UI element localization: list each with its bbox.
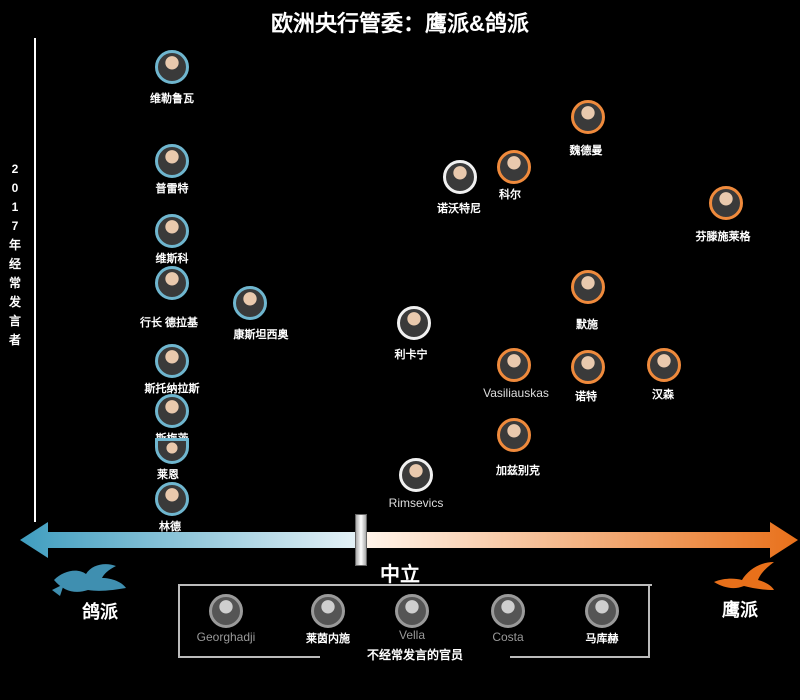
avatar: [497, 348, 531, 382]
avatar: [709, 186, 743, 220]
avatar: [311, 594, 345, 628]
speaker-costa: Costa: [448, 594, 568, 644]
speaker-liikanen: 利卡宁: [354, 306, 474, 362]
vertical-label-char: 年: [8, 238, 21, 252]
speaker-nowotny: 诺沃特尼: [400, 160, 520, 216]
speaker-name: 普雷特: [155, 183, 189, 195]
speaker-name: 康斯坦西奥: [233, 329, 289, 341]
vertical-axis-label: 2 0 1 7 年经常发言者: [4, 160, 26, 350]
dove-icon: [52, 564, 126, 596]
dove-arrow-half: [20, 522, 360, 558]
hawk-arrow-half: [366, 522, 798, 558]
speaker-name: 行长 德拉基: [139, 317, 199, 329]
vertical-label-char: 发: [8, 295, 21, 309]
speaker-hansson: 汉森: [604, 348, 724, 402]
avatar: [585, 594, 619, 628]
avatar: [155, 344, 189, 378]
avatar: [395, 594, 429, 628]
speaker-reinesch: 莱茵内施: [268, 594, 388, 646]
vertical-label-char: 7: [11, 219, 19, 233]
speaker-constancio: 康斯坦西奥: [190, 286, 310, 342]
avatar: [571, 350, 605, 384]
speaker-name: 莱茵内施: [306, 633, 350, 645]
avatar: [497, 418, 531, 452]
speaker-nott: 诺特: [528, 350, 648, 404]
vertical-label-char: 经: [8, 257, 21, 271]
avatar: [155, 214, 189, 248]
speaker-name: 魏德曼: [569, 145, 603, 157]
speaker-stournaras: 斯托纳拉斯: [112, 344, 232, 396]
avatar: [155, 144, 189, 178]
speaker-rimsevics: Rimsevics: [356, 458, 476, 510]
avatar: [155, 482, 189, 516]
speaker-draghi: 行长 德拉基: [112, 266, 232, 330]
infrequent-speakers-label: 不经常发言的官员: [320, 646, 510, 663]
speaker-georghadji: Georghadji: [166, 594, 286, 644]
speaker-name: 莱恩: [157, 469, 179, 481]
neutral-marker: [355, 514, 367, 566]
speaker-name: 斯托纳拉斯: [144, 383, 200, 395]
chart-title: 欧洲央行管委：鹰派&鸽派: [271, 11, 529, 36]
dove-hawk-spectrum-arrow: [20, 522, 798, 558]
speaker-name: 维斯科: [155, 253, 189, 265]
speaker-mersch: 默施: [528, 270, 648, 332]
speaker-name: 汉森: [652, 389, 674, 401]
speaker-vasiliauskas: Vasiliauskas: [454, 348, 574, 400]
speaker-name: 利卡宁: [394, 349, 428, 361]
speaker-name: Rimsevics: [388, 496, 444, 510]
speaker-lautenschlaeger: 芬滕施莱格: [666, 186, 786, 244]
dove-label: 鸽派: [82, 602, 118, 622]
avatar: [571, 270, 605, 304]
speaker-lane: 莱恩: [112, 438, 232, 482]
avatar: [155, 438, 189, 464]
neutral-label: 中立: [380, 564, 420, 586]
avatar: [233, 286, 267, 320]
avatar: [443, 160, 477, 194]
speaker-villeroy: 维勒鲁瓦: [112, 50, 232, 106]
speaker-visco: 维斯科: [112, 214, 232, 266]
speaker-jazbec: 加兹别克: [454, 418, 574, 478]
avatar: [155, 50, 189, 84]
speaker-knot: 科尔: [454, 150, 574, 202]
speaker-name: 马库赫: [585, 633, 619, 645]
box-top-edge: [178, 584, 652, 586]
speaker-name: 维勒鲁瓦: [150, 93, 194, 105]
avatar: [399, 458, 433, 492]
avatar: [155, 266, 189, 300]
vertical-axis-line: [34, 38, 36, 522]
avatar: [491, 594, 525, 628]
speaker-name: Costa: [492, 630, 524, 644]
speaker-name: 芬滕施莱格: [695, 231, 751, 243]
speaker-praet: 普雷特: [112, 144, 232, 196]
avatar: [647, 348, 681, 382]
speaker-name: Georghadji: [196, 630, 256, 644]
speaker-vella: Vella: [352, 594, 472, 642]
vertical-label-char: 者: [8, 333, 21, 347]
avatar: [209, 594, 243, 628]
speaker-name: 诺沃特尼: [437, 203, 481, 215]
speaker-name: 林德: [159, 521, 181, 533]
vertical-label-char: 1: [11, 200, 19, 214]
vertical-label-char: 0: [11, 181, 19, 195]
speaker-weidmann: 魏德曼: [528, 100, 648, 158]
avatar: [155, 394, 189, 428]
speaker-name: 诺特: [575, 391, 597, 403]
speaker-linde: 林德: [112, 482, 232, 534]
speaker-name: 默施: [576, 319, 598, 331]
vertical-label-char: 常: [8, 276, 21, 290]
speaker-name: 加兹别克: [496, 465, 540, 477]
avatar: [571, 100, 605, 134]
avatar: [397, 306, 431, 340]
vertical-label-char: 言: [8, 314, 21, 328]
speaker-makuch: 马库赫: [542, 594, 662, 646]
hawk-label: 鹰派: [722, 600, 758, 620]
vertical-label-char: 2: [11, 162, 19, 176]
speaker-name: Vasiliauskas: [483, 386, 549, 400]
speaker-name: 科尔: [499, 189, 521, 201]
speaker-name: Vella: [398, 628, 426, 642]
avatar: [497, 150, 531, 184]
hawk-icon: [714, 562, 774, 590]
